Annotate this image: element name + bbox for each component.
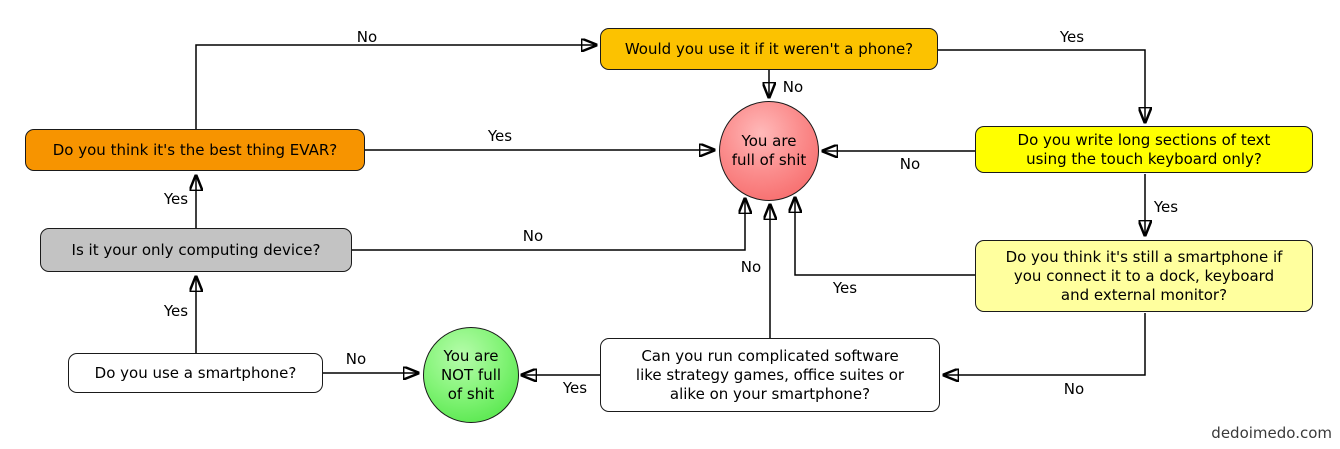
decision-label: and external monitor? bbox=[1060, 285, 1228, 304]
edge-label-yes: Yes bbox=[163, 302, 189, 320]
decision-label: Do you write long sections of text bbox=[1017, 130, 1271, 149]
decision-complicated-software: Can you run complicated software like st… bbox=[600, 338, 940, 412]
decision-label: using the touch keyboard only? bbox=[1026, 149, 1262, 168]
decision-label: Would you use it if it weren't a phone? bbox=[624, 39, 914, 58]
edge-label-yes: Yes bbox=[1059, 28, 1085, 46]
edge-dock-to-full-of-shit bbox=[795, 198, 975, 276]
edge-label-yes: Yes bbox=[487, 127, 513, 145]
terminal-label: of shit bbox=[447, 384, 495, 403]
edge-label-yes: Yes bbox=[163, 190, 189, 208]
decision-dock-keyboard-monitor: Do you think it's still a smartphone if … bbox=[975, 240, 1313, 312]
edge-label-no: No bbox=[1063, 380, 1085, 398]
edge-label-no: No bbox=[345, 350, 367, 368]
edge-label-no: No bbox=[522, 227, 544, 245]
terminal-label: You are bbox=[443, 346, 499, 365]
edge-dock-to-complicated bbox=[944, 313, 1146, 375]
terminal-not-full-of-shit: You are NOT full of shit bbox=[423, 327, 519, 423]
decision-label: Can you run complicated software bbox=[641, 346, 899, 365]
edge-label-no: No bbox=[782, 78, 804, 96]
edge-label-yes: Yes bbox=[1153, 198, 1179, 216]
decision-use-smartphone: Do you use a smartphone? bbox=[68, 353, 323, 393]
terminal-label: You are bbox=[741, 132, 797, 150]
terminal-label: NOT full bbox=[440, 365, 502, 384]
decision-label: Do you use a smartphone? bbox=[94, 363, 297, 382]
terminal-label: full of shit bbox=[731, 151, 807, 169]
decision-label: like strategy games, office suites or bbox=[635, 365, 905, 384]
decision-only-computing-device: Is it your only computing device? bbox=[40, 228, 352, 272]
decision-best-thing-evar: Do you think it's the best thing EVAR? bbox=[25, 129, 365, 171]
decision-label: Is it your only computing device? bbox=[71, 240, 321, 259]
decision-label: Do you think it's still a smartphone if bbox=[1005, 247, 1283, 266]
decision-touch-keyboard: Do you write long sections of text using… bbox=[975, 126, 1313, 173]
edge-only-device-to-full-of-shit bbox=[352, 199, 745, 251]
edge-label-no: No bbox=[356, 28, 378, 46]
edge-label-yes: Yes bbox=[562, 379, 588, 397]
edge-label-yes: Yes bbox=[832, 279, 858, 297]
edge-label-no: No bbox=[740, 258, 762, 276]
terminal-full-of-shit: You are full of shit bbox=[719, 101, 819, 201]
decision-label: you connect it to a dock, keyboard bbox=[1013, 266, 1275, 285]
watermark: dedoimedo.com bbox=[1211, 424, 1332, 442]
edge-label-no: No bbox=[899, 155, 921, 173]
decision-would-you-use-it: Would you use it if it weren't a phone? bbox=[600, 28, 938, 70]
decision-label: alike on your smartphone? bbox=[669, 384, 871, 403]
decision-label: Do you think it's the best thing EVAR? bbox=[52, 140, 338, 159]
edge-not-phone-to-long-text bbox=[938, 49, 1145, 122]
edge-best-thing-to-not-phone bbox=[195, 45, 596, 129]
